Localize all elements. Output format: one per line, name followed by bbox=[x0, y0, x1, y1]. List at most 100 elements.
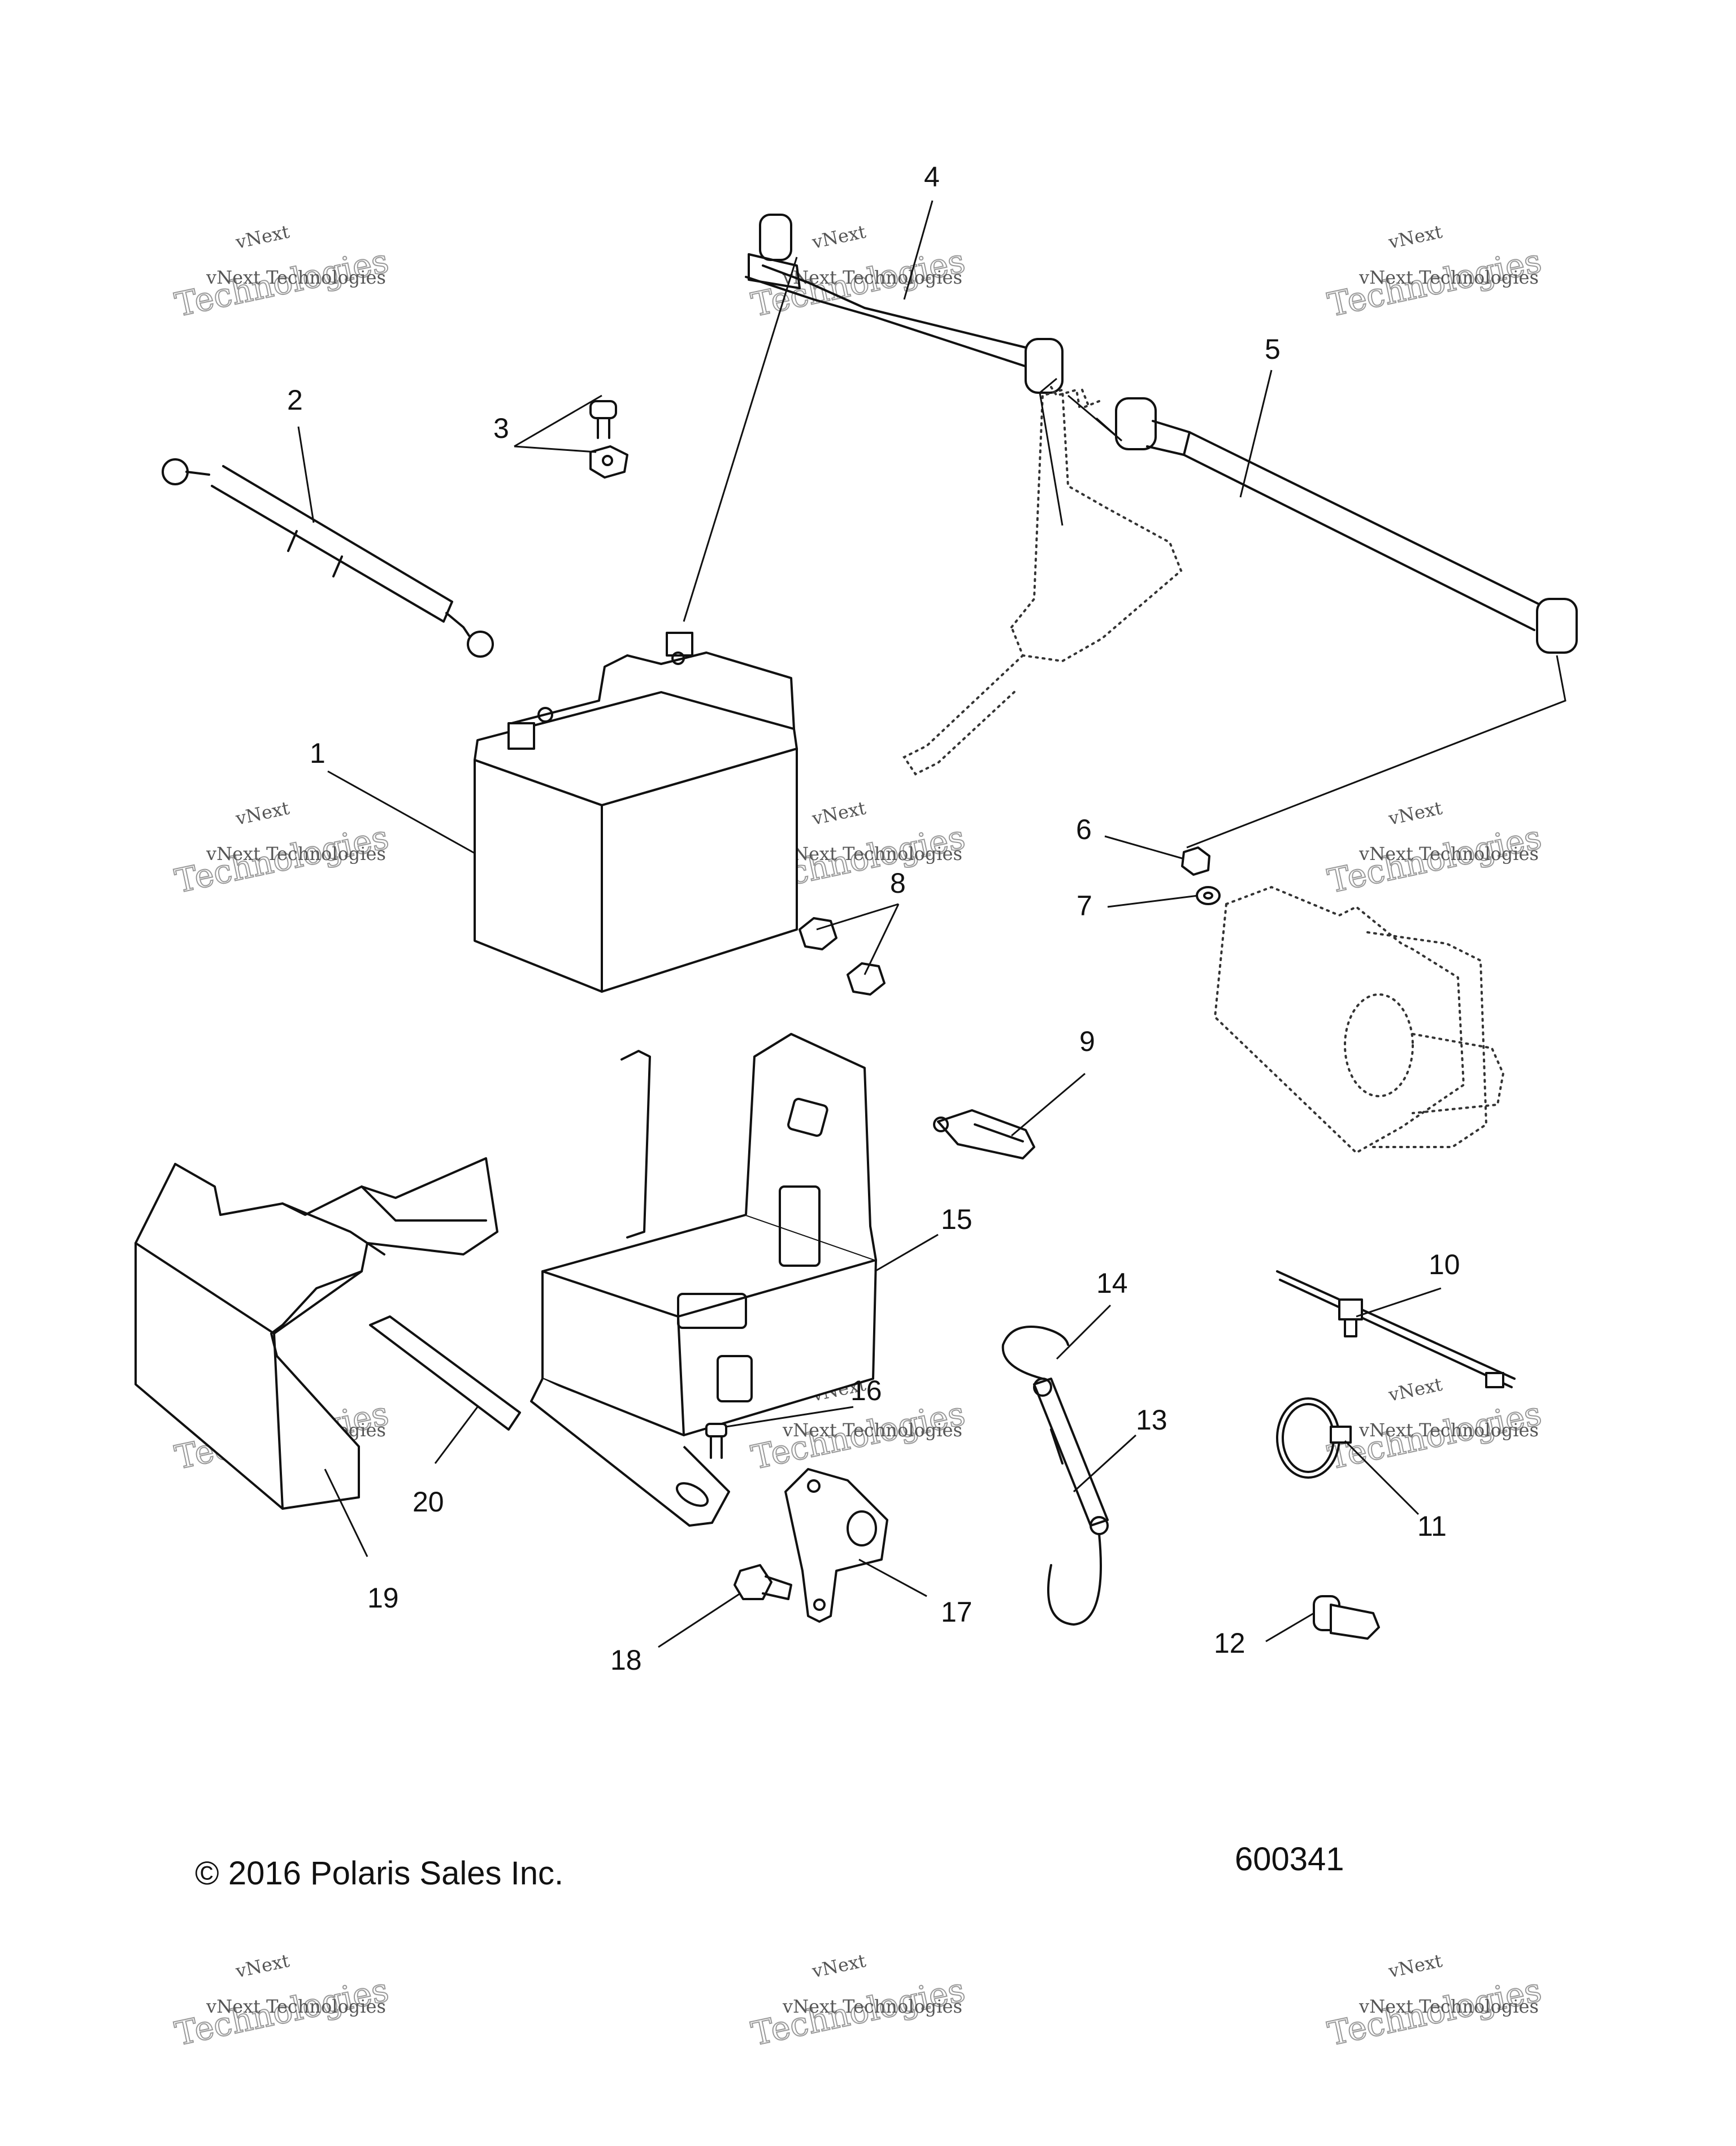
washer-hole bbox=[1203, 892, 1213, 900]
tray-back-plate bbox=[745, 1033, 877, 1261]
cover-top-ridges bbox=[281, 1185, 487, 1256]
watermark-text-small: vNext bbox=[1386, 221, 1444, 253]
strap-rib bbox=[1050, 1428, 1064, 1465]
part-bracket bbox=[784, 1468, 888, 1623]
part-battery-cover bbox=[134, 1157, 498, 1510]
watermark-text-small: vNext bbox=[233, 221, 292, 253]
callout-20: 20 bbox=[413, 1486, 444, 1518]
cable-sleeve-bands bbox=[287, 530, 343, 577]
leader-line-10 bbox=[1356, 1287, 1442, 1318]
part-screw-and-nut bbox=[589, 400, 628, 479]
watermark-text: vNext Technologies bbox=[206, 267, 386, 288]
watermark-text-small: vNext bbox=[810, 221, 868, 253]
leader-line-4b bbox=[683, 257, 798, 622]
cable-ring-terminal bbox=[162, 458, 189, 485]
callout-8: 8 bbox=[890, 867, 906, 899]
watermark: Technologies vNext vNext Technologies bbox=[171, 221, 393, 325]
callout-2: 2 bbox=[287, 384, 303, 416]
callout-19: 19 bbox=[367, 1582, 399, 1614]
cable-sleeve bbox=[1146, 420, 1541, 631]
watermark: Technologies vNext vNext Technologies bbox=[171, 1950, 393, 2054]
leader-line-3 bbox=[514, 394, 602, 448]
callout-6: 6 bbox=[1076, 814, 1092, 845]
tray-mount-foot bbox=[530, 1378, 730, 1527]
flange-nut bbox=[847, 962, 886, 996]
screw-shank bbox=[710, 1435, 723, 1459]
leader-line-11 bbox=[1344, 1440, 1420, 1515]
cable-sleeve bbox=[185, 465, 453, 623]
leader-line-5d bbox=[1186, 655, 1566, 849]
leader-lines bbox=[297, 200, 1566, 1648]
square-nut bbox=[589, 445, 628, 479]
cable-tie-clip bbox=[1344, 1318, 1357, 1337]
watermark: Technologies vNext vNext Technologies bbox=[1324, 1374, 1546, 1478]
part-bolt bbox=[734, 1564, 792, 1600]
leader-line-14 bbox=[1056, 1304, 1112, 1360]
bracket-plate bbox=[784, 1468, 888, 1623]
callout-15: 15 bbox=[941, 1204, 973, 1235]
starter-motor-shaft bbox=[1412, 1033, 1505, 1114]
part-battery-tray bbox=[530, 1033, 877, 1527]
copyright-text: © 2016 Polaris Sales Inc. bbox=[195, 1855, 563, 1892]
leader-line-20 bbox=[434, 1406, 479, 1464]
starter-motor-reference bbox=[1213, 885, 1505, 1154]
callout-9: 9 bbox=[1079, 1026, 1095, 1057]
watermark-text: vNext Technologies bbox=[782, 1996, 962, 2017]
part-negative-cable bbox=[162, 458, 494, 658]
callout-13: 13 bbox=[1136, 1404, 1168, 1436]
leader-line-4c bbox=[1039, 377, 1057, 394]
cable-lead-wire bbox=[745, 276, 1030, 368]
battery-top-profile bbox=[510, 651, 795, 730]
leader-line-9 bbox=[1011, 1072, 1086, 1137]
solenoid-lead bbox=[902, 654, 1024, 776]
watermark: Technologies vNext vNext Technologies bbox=[748, 1950, 969, 2054]
leader-line-12 bbox=[1265, 1612, 1314, 1643]
cover-edges bbox=[134, 1242, 363, 1510]
callout-18: 18 bbox=[610, 1644, 642, 1676]
nut-hole bbox=[602, 455, 613, 466]
cable-main bbox=[762, 264, 1027, 349]
cable-tie-strap bbox=[1276, 1270, 1516, 1388]
leader-line-8b bbox=[863, 903, 900, 975]
cover-body bbox=[134, 1157, 498, 1510]
leader-line-2 bbox=[297, 426, 315, 523]
battery-terminal-negative bbox=[507, 722, 535, 750]
callout-16: 16 bbox=[850, 1375, 882, 1406]
boot-sleeve bbox=[1330, 1604, 1380, 1640]
screw-shank bbox=[597, 417, 610, 439]
battery-terminal-positive bbox=[666, 632, 693, 657]
watermark-text-small: vNext bbox=[810, 797, 868, 829]
part-foam-strip bbox=[369, 1315, 521, 1431]
watermark-text: vNext Technologies bbox=[1359, 267, 1539, 288]
strap-loop-inner bbox=[1282, 1403, 1335, 1473]
watermark-text-small: vNext bbox=[810, 1950, 868, 1982]
watermark-text: vNext Technologies bbox=[782, 843, 962, 865]
bracket-hole bbox=[847, 1510, 877, 1546]
callout-3: 3 bbox=[493, 412, 509, 444]
watermark-text: vNext Technologies bbox=[206, 843, 386, 865]
leader-line-4 bbox=[903, 200, 934, 300]
cable-sleeve-band bbox=[1183, 431, 1191, 456]
part-screw bbox=[705, 1423, 727, 1459]
leader-line-5c bbox=[1067, 394, 1122, 442]
strap-band bbox=[1033, 1378, 1109, 1527]
watermark: Technologies vNext vNext Technologies bbox=[1324, 797, 1546, 901]
leader-line-18 bbox=[658, 1592, 741, 1648]
leader-line-6 bbox=[1104, 835, 1184, 860]
watermark-text: vNext Technologies bbox=[1359, 1419, 1539, 1441]
part-flange-nuts bbox=[798, 917, 886, 996]
starter-motor-mount bbox=[1366, 931, 1488, 1148]
clip-body bbox=[937, 1109, 1035, 1159]
tray-floor-slot bbox=[677, 1293, 747, 1329]
part-hex-nut bbox=[1181, 846, 1210, 876]
leader-line-1 bbox=[327, 770, 475, 854]
bolt-shank bbox=[762, 1575, 792, 1600]
cable-boot bbox=[1536, 598, 1578, 654]
bracket-hole bbox=[813, 1598, 826, 1611]
callout-11: 11 bbox=[1417, 1510, 1447, 1542]
watermark: Technologies vNext vNext Technologies bbox=[1324, 221, 1546, 325]
battery-vent-hole bbox=[537, 707, 553, 723]
watermark-text: vNext Technologies bbox=[1359, 843, 1539, 865]
part-washer bbox=[1196, 886, 1221, 905]
callout-10: 10 bbox=[1429, 1249, 1460, 1280]
